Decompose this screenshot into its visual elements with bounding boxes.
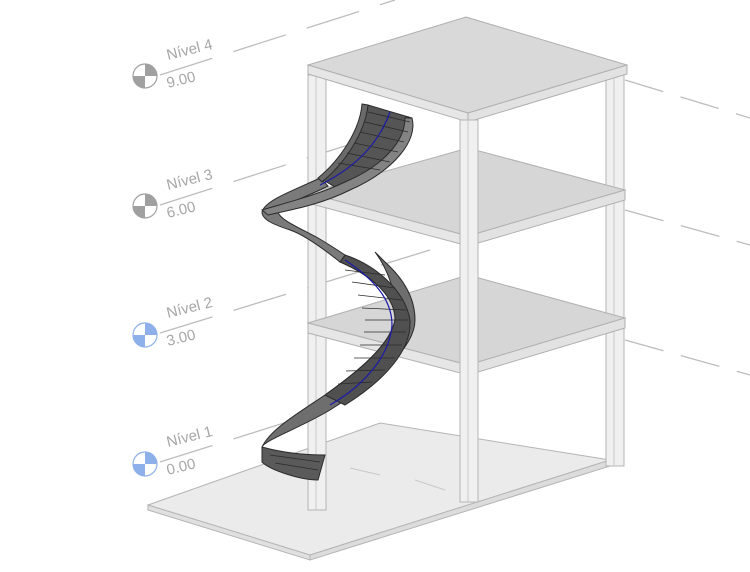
spiral-stair[interactable] bbox=[260, 103, 416, 481]
column-back-left[interactable] bbox=[307, 74, 327, 511]
column-back-right[interactable] bbox=[605, 71, 625, 467]
level-elevation[interactable]: 9.00 bbox=[165, 68, 197, 92]
level-head-icon bbox=[132, 63, 158, 89]
level-elevation[interactable]: 6.00 bbox=[165, 198, 197, 222]
column-front[interactable] bbox=[459, 119, 479, 503]
slab-level-4[interactable] bbox=[306, 16, 629, 123]
level-name[interactable]: Nível 2 bbox=[165, 294, 214, 322]
level-head-icon bbox=[132, 193, 158, 219]
level-head-icon bbox=[132, 451, 158, 477]
level-head-1[interactable]: Nível 1 0.00 bbox=[132, 423, 214, 479]
stair-path-line bbox=[319, 111, 393, 406]
level-head-3[interactable]: Nível 3 6.00 bbox=[132, 166, 214, 222]
level-head-4[interactable]: Nível 4 9.00 bbox=[132, 36, 214, 92]
base-slab[interactable] bbox=[146, 422, 611, 561]
level-elevation[interactable]: 0.00 bbox=[165, 455, 197, 479]
level-head-icon bbox=[132, 322, 158, 348]
level-head-2[interactable]: Nível 2 3.00 bbox=[132, 294, 214, 350]
level-elevation[interactable]: 3.00 bbox=[165, 326, 197, 350]
